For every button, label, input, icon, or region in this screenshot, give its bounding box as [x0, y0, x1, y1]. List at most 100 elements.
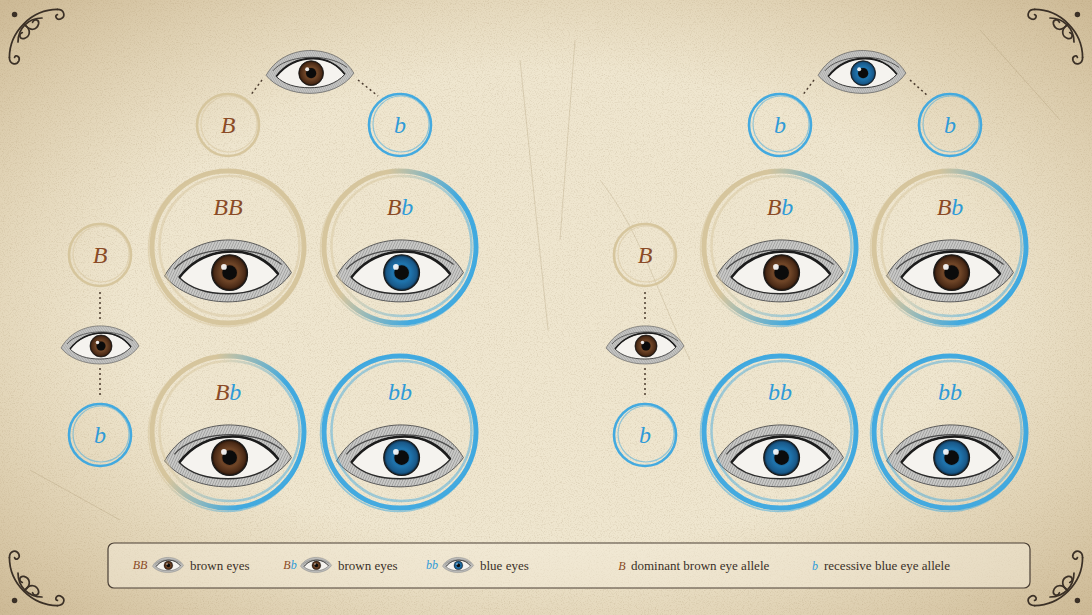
ring-stroke: [712, 176, 852, 316]
genotype-circle: Bb: [320, 167, 480, 327]
genotype-label: Bb: [767, 195, 794, 219]
ring-stroke: [618, 226, 674, 282]
ring-stroke: [614, 224, 676, 286]
parent-eye: [818, 50, 906, 93]
allele-letter: B: [221, 113, 236, 137]
legend-text: brown eyes: [338, 559, 398, 572]
ring-stroke: [704, 171, 856, 323]
scratch: [980, 30, 1060, 120]
genotype-label: bb: [388, 380, 412, 404]
label-slot: bb: [426, 559, 438, 571]
parent-eye: [606, 326, 684, 364]
offspring-eye: [165, 240, 292, 302]
letter: B: [215, 379, 230, 405]
legend-entry: recessive blue eye allele: [824, 559, 950, 572]
ring-stroke: [712, 361, 852, 501]
genotype-label: bb: [938, 380, 962, 404]
legend-entry: brown eyes: [190, 559, 250, 572]
corner-ornament: [1028, 9, 1082, 63]
letter: b: [394, 112, 406, 138]
ring-stroke: [373, 96, 429, 152]
ring-stroke: [149, 356, 305, 512]
genotype-circle: bb: [320, 352, 480, 512]
ring-stroke: [197, 94, 259, 156]
scratch: [560, 40, 575, 240]
letter: B: [767, 194, 782, 220]
legend-entry: brown eyes: [338, 559, 398, 572]
circle-outline: [700, 352, 860, 512]
legend-text: recessive blue eye allele: [824, 559, 950, 572]
genotype-circle: BB: [148, 167, 308, 327]
ring-stroke: [69, 224, 131, 286]
offspring-eye: [165, 425, 292, 487]
genotype-label: BB: [213, 195, 242, 219]
letter: b: [781, 194, 793, 220]
ring-stroke: [69, 404, 131, 466]
legend-entry: dominant brown eye allele: [631, 559, 769, 572]
corner-ornament: [1028, 551, 1082, 605]
ring-stroke: [321, 356, 477, 512]
ring-stroke: [701, 171, 857, 327]
genotype-circle: Bb: [148, 352, 308, 512]
allele-letter: b: [394, 113, 406, 137]
genotype-circle: Bb: [870, 167, 1030, 327]
leader-line: [644, 368, 646, 398]
letter: b: [768, 379, 780, 405]
ring-stroke: [321, 171, 477, 327]
ring-stroke: [749, 94, 811, 156]
allele-circle: b: [366, 91, 434, 159]
ring-stroke: [753, 96, 809, 152]
letter: B: [638, 242, 653, 268]
leader-line: [644, 292, 646, 322]
letter: b: [938, 379, 950, 405]
letter: b: [780, 379, 792, 405]
letter: b: [639, 422, 651, 448]
leader-line: [802, 80, 814, 96]
leader-line: [99, 292, 101, 322]
legend-eye: [300, 557, 331, 572]
ring-stroke: [149, 171, 305, 327]
corner-ornament: [9, 9, 63, 63]
allele-letter: b: [944, 113, 956, 137]
ring-stroke: [73, 406, 129, 462]
offspring-eye: [337, 425, 464, 487]
allele-letter: b: [94, 423, 106, 447]
parent-eye: [266, 50, 354, 93]
genotype-circle: bb: [870, 352, 1030, 512]
parent-allele-leaders: [100, 80, 928, 398]
letter: b: [229, 379, 241, 405]
ring-stroke: [152, 356, 304, 508]
legend-text: brown eyes: [190, 559, 250, 572]
genotype-circle: Bb: [700, 167, 860, 327]
circle-outline: [700, 167, 860, 327]
letter: B: [221, 112, 236, 138]
allele-letter: B: [638, 243, 653, 267]
eye-illustrations: [61, 50, 1013, 486]
label-slot: BB: [133, 559, 148, 571]
letter: b: [94, 422, 106, 448]
genotype-circle: bb: [700, 352, 860, 512]
letter: b: [388, 379, 400, 405]
allele-circle: B: [611, 221, 679, 289]
parent-eye: [61, 326, 139, 364]
allele-circle: B: [66, 221, 134, 289]
allele-circle: b: [916, 91, 984, 159]
letter: b: [426, 558, 432, 572]
letter: B: [937, 194, 952, 220]
letter: b: [291, 558, 297, 572]
offspring-eye: [717, 240, 844, 302]
legend-symbol: Bb: [283, 559, 296, 571]
ring-stroke: [704, 356, 856, 508]
ring-stroke: [152, 171, 304, 323]
leader-line: [358, 80, 378, 96]
ring-stroke: [618, 406, 674, 462]
ring-stroke: [871, 356, 1027, 512]
ring-stroke: [874, 171, 1026, 323]
circle-outline: [870, 167, 1030, 327]
ring-stroke: [324, 356, 476, 508]
offspring-eye: [337, 240, 464, 302]
